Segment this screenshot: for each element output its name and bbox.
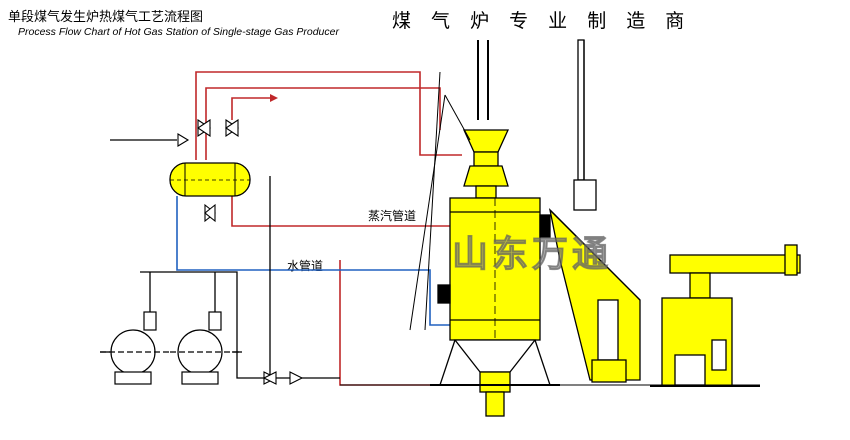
pump-left — [100, 311, 170, 385]
gas-producer — [409, 40, 560, 417]
right-tower — [650, 244, 801, 387]
watermark: 山东万通 — [451, 234, 613, 276]
diagram-title-cn: 单段煤气发生炉热煤气工艺流程图 — [8, 10, 204, 25]
steam-piping — [195, 71, 462, 386]
check-valve — [289, 371, 304, 385]
brand-slogan: 煤 气 炉 专 业 制 造 商 — [392, 10, 692, 32]
exhaust-stack — [573, 39, 597, 211]
cyclone-separator — [548, 208, 641, 383]
valve-group — [177, 118, 304, 385]
diagram-title-en: Process Flow Chart of Hot Gas Station of… — [18, 26, 339, 38]
steam-pipe-label: 蒸汽管道 — [368, 209, 417, 223]
safety-valve — [177, 133, 190, 147]
steam-drum — [169, 162, 251, 197]
water-piping — [176, 196, 462, 326]
pump-right — [170, 311, 242, 385]
